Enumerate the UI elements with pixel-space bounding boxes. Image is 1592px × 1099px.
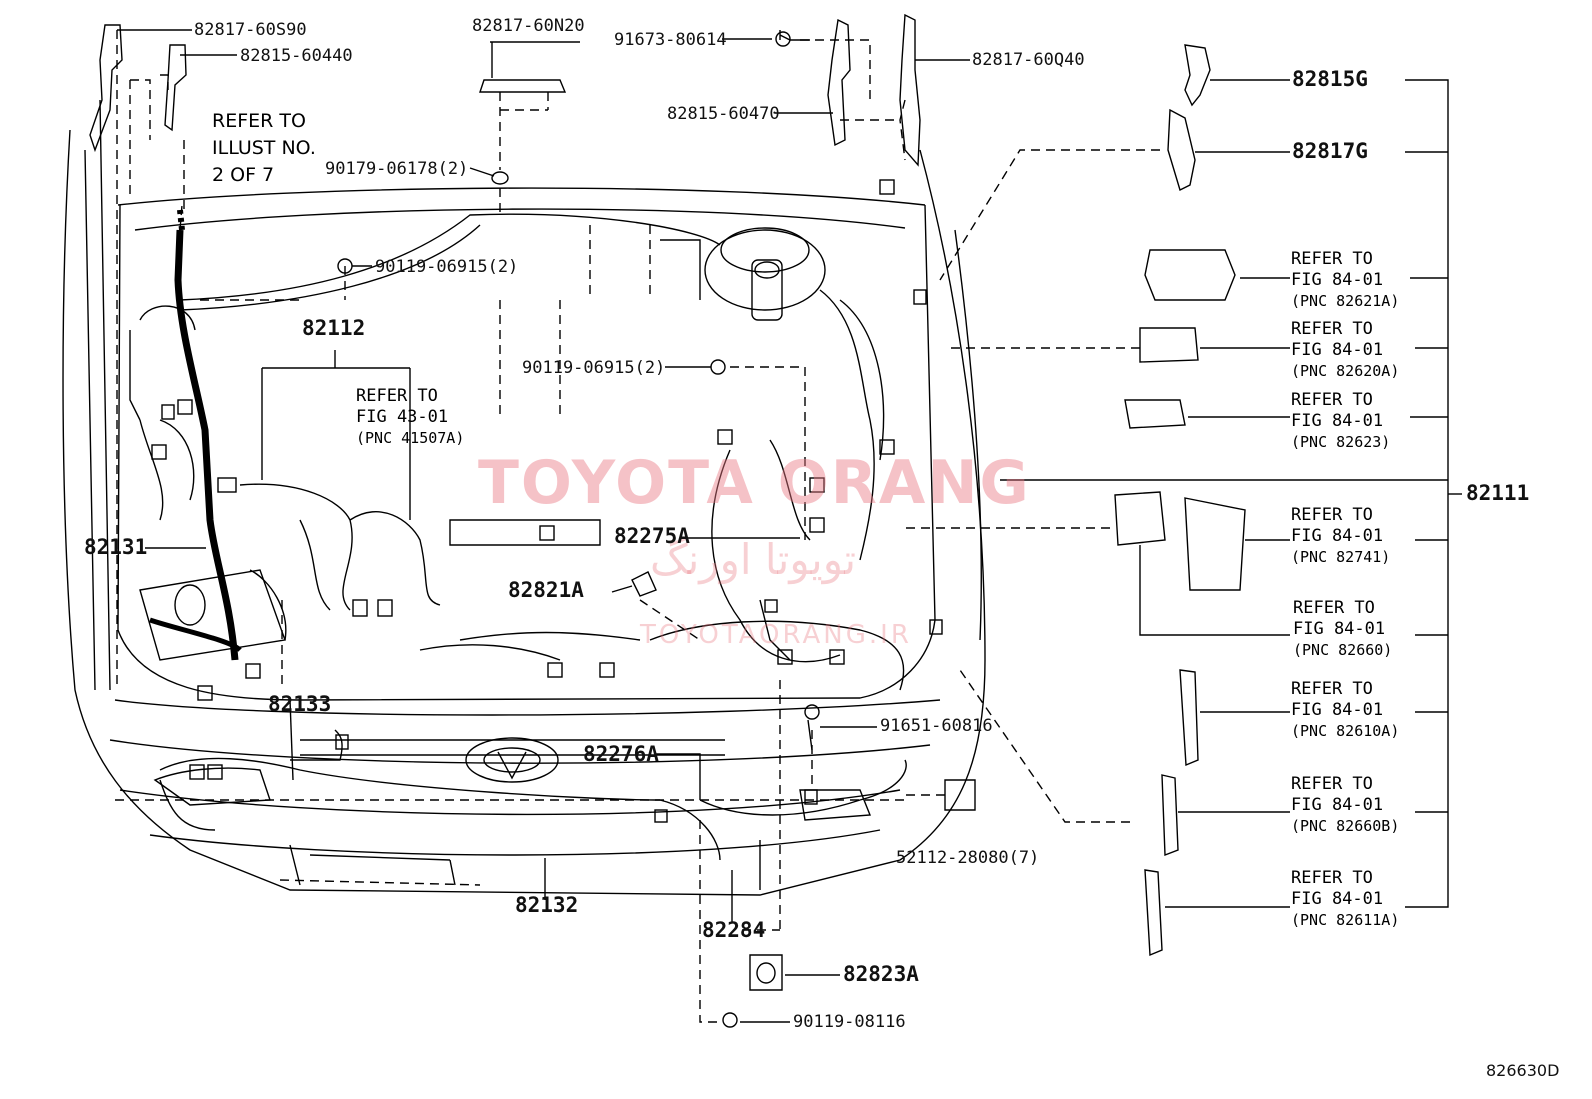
- note-line: REFER TO: [1293, 598, 1375, 618]
- callout-82111[interactable]: 82111: [1466, 481, 1530, 505]
- note-refer-82611a[interactable]: REFER TO FIG 84-01 (PNC 82611A): [1291, 868, 1399, 931]
- note-pnc: (PNC 82660): [1293, 641, 1393, 659]
- callout-82817g[interactable]: 82817G: [1292, 139, 1368, 163]
- note-refer-82621a[interactable]: REFER TO FIG 84-01 (PNC 82621A): [1291, 249, 1399, 312]
- note-refer-fig43[interactable]: REFER TO FIG 43-01 (PNC 41507A): [356, 386, 464, 449]
- note-line: REFER TO: [212, 110, 306, 132]
- callout-82133[interactable]: 82133: [268, 692, 332, 716]
- note-pnc: (PNC 82660B): [1291, 817, 1400, 835]
- callout-91673-80614[interactable]: 91673-80614: [614, 30, 727, 50]
- callout-82815-60470[interactable]: 82815-60470: [667, 104, 780, 124]
- note-refer-82623[interactable]: REFER TO FIG 84-01 (PNC 82623): [1291, 390, 1390, 453]
- note-pnc: (PNC 82610A): [1291, 722, 1400, 740]
- note-line: FIG 84-01: [1291, 795, 1384, 815]
- note-line: FIG 84-01: [1293, 619, 1386, 639]
- note-line: FIG 84-01: [1291, 340, 1384, 360]
- watermark-arabic: تويوتا اورنگ: [650, 535, 857, 584]
- note-pnc: (PNC 82611A): [1291, 911, 1400, 929]
- note-line: REFER TO: [1291, 505, 1373, 525]
- callout-82821a[interactable]: 82821A: [508, 578, 584, 602]
- leader-lines: [117, 29, 1462, 1023]
- note-refer-82610a[interactable]: REFER TO FIG 84-01 (PNC 82610A): [1291, 679, 1399, 742]
- engine-components: [139, 227, 872, 821]
- callout-82131[interactable]: 82131: [84, 535, 148, 559]
- watermark-small: TOYOTAORANG.IR: [640, 620, 912, 650]
- callout-90179-06178[interactable]: 90179-06178(2): [325, 159, 469, 179]
- note-line: REFER TO: [1291, 319, 1373, 339]
- note-refer-illust[interactable]: REFER TO ILLUST NO. 2 OF 7: [212, 108, 316, 189]
- callout-52112-28080[interactable]: 52112-28080(7): [896, 848, 1040, 868]
- callout-82817-60s90[interactable]: 82817-60S90: [194, 20, 307, 40]
- note-refer-82660[interactable]: REFER TO FIG 84-01 (PNC 82660): [1293, 598, 1392, 661]
- callout-82817-60q40[interactable]: 82817-60Q40: [972, 50, 1085, 70]
- note-pnc: (PNC 82741): [1291, 548, 1391, 566]
- callout-82817-60n20[interactable]: 82817-60N20: [472, 16, 585, 36]
- wire-harnesses: [129, 209, 907, 861]
- callout-82284[interactable]: 82284: [702, 918, 766, 942]
- callout-82112[interactable]: 82112: [302, 316, 366, 340]
- callout-82815-60440[interactable]: 82815-60440: [240, 46, 353, 66]
- callout-90119-06915-a[interactable]: 90119-06915(2): [375, 257, 519, 277]
- callout-90119-06915-b[interactable]: 90119-06915(2): [522, 358, 666, 378]
- note-line: FIG 84-01: [1291, 270, 1384, 290]
- dashed-reference-lines: [116, 30, 1160, 1023]
- connectors: [151, 179, 943, 823]
- note-line: FIG 84-01: [1291, 700, 1384, 720]
- note-line: FIG 84-01: [1291, 526, 1384, 546]
- note-pnc: (PNC 82623): [1291, 433, 1391, 451]
- note-line: REFER TO: [1291, 774, 1373, 794]
- note-line: ILLUST NO.: [212, 137, 316, 159]
- note-line: REFER TO: [1291, 679, 1373, 699]
- watermark-text: TOYOTA ORANG: [478, 448, 1031, 518]
- note-line: FIG 84-01: [1291, 889, 1384, 909]
- callout-82276a[interactable]: 82276A: [583, 742, 659, 766]
- note-refer-82741[interactable]: REFER TO FIG 84-01 (PNC 82741): [1291, 505, 1390, 568]
- note-refer-82620a[interactable]: REFER TO FIG 84-01 (PNC 82620A): [1291, 319, 1399, 382]
- callout-91651-60816[interactable]: 91651-60816: [880, 716, 993, 736]
- note-pnc: (PNC 82621A): [1291, 292, 1400, 310]
- note-line: REFER TO: [1291, 249, 1373, 269]
- callout-82815g[interactable]: 82815G: [1292, 67, 1368, 91]
- callout-82132[interactable]: 82132: [515, 893, 579, 917]
- right-column-parts: [631, 44, 1246, 991]
- note-line: 2 OF 7: [212, 164, 275, 186]
- note-line: REFER TO: [1291, 390, 1373, 410]
- note-line: FIG 84-01: [1291, 411, 1384, 431]
- note-line: REFER TO: [356, 386, 438, 406]
- callout-90119-08116[interactable]: 90119-08116: [793, 1012, 906, 1032]
- note-refer-82660b[interactable]: REFER TO FIG 84-01 (PNC 82660B): [1291, 774, 1399, 837]
- vehicle-body-outline: [62, 99, 986, 896]
- note-pnc: (PNC 82620A): [1291, 362, 1400, 380]
- callout-82275a[interactable]: 82275A: [614, 524, 690, 548]
- note-line: REFER TO: [1291, 868, 1373, 888]
- note-line: FIG 43-01: [356, 407, 449, 427]
- note-pnc: (PNC 41507A): [356, 429, 465, 447]
- diagram-id: 826630D: [1486, 1061, 1560, 1080]
- callout-82823a[interactable]: 82823A: [843, 962, 919, 986]
